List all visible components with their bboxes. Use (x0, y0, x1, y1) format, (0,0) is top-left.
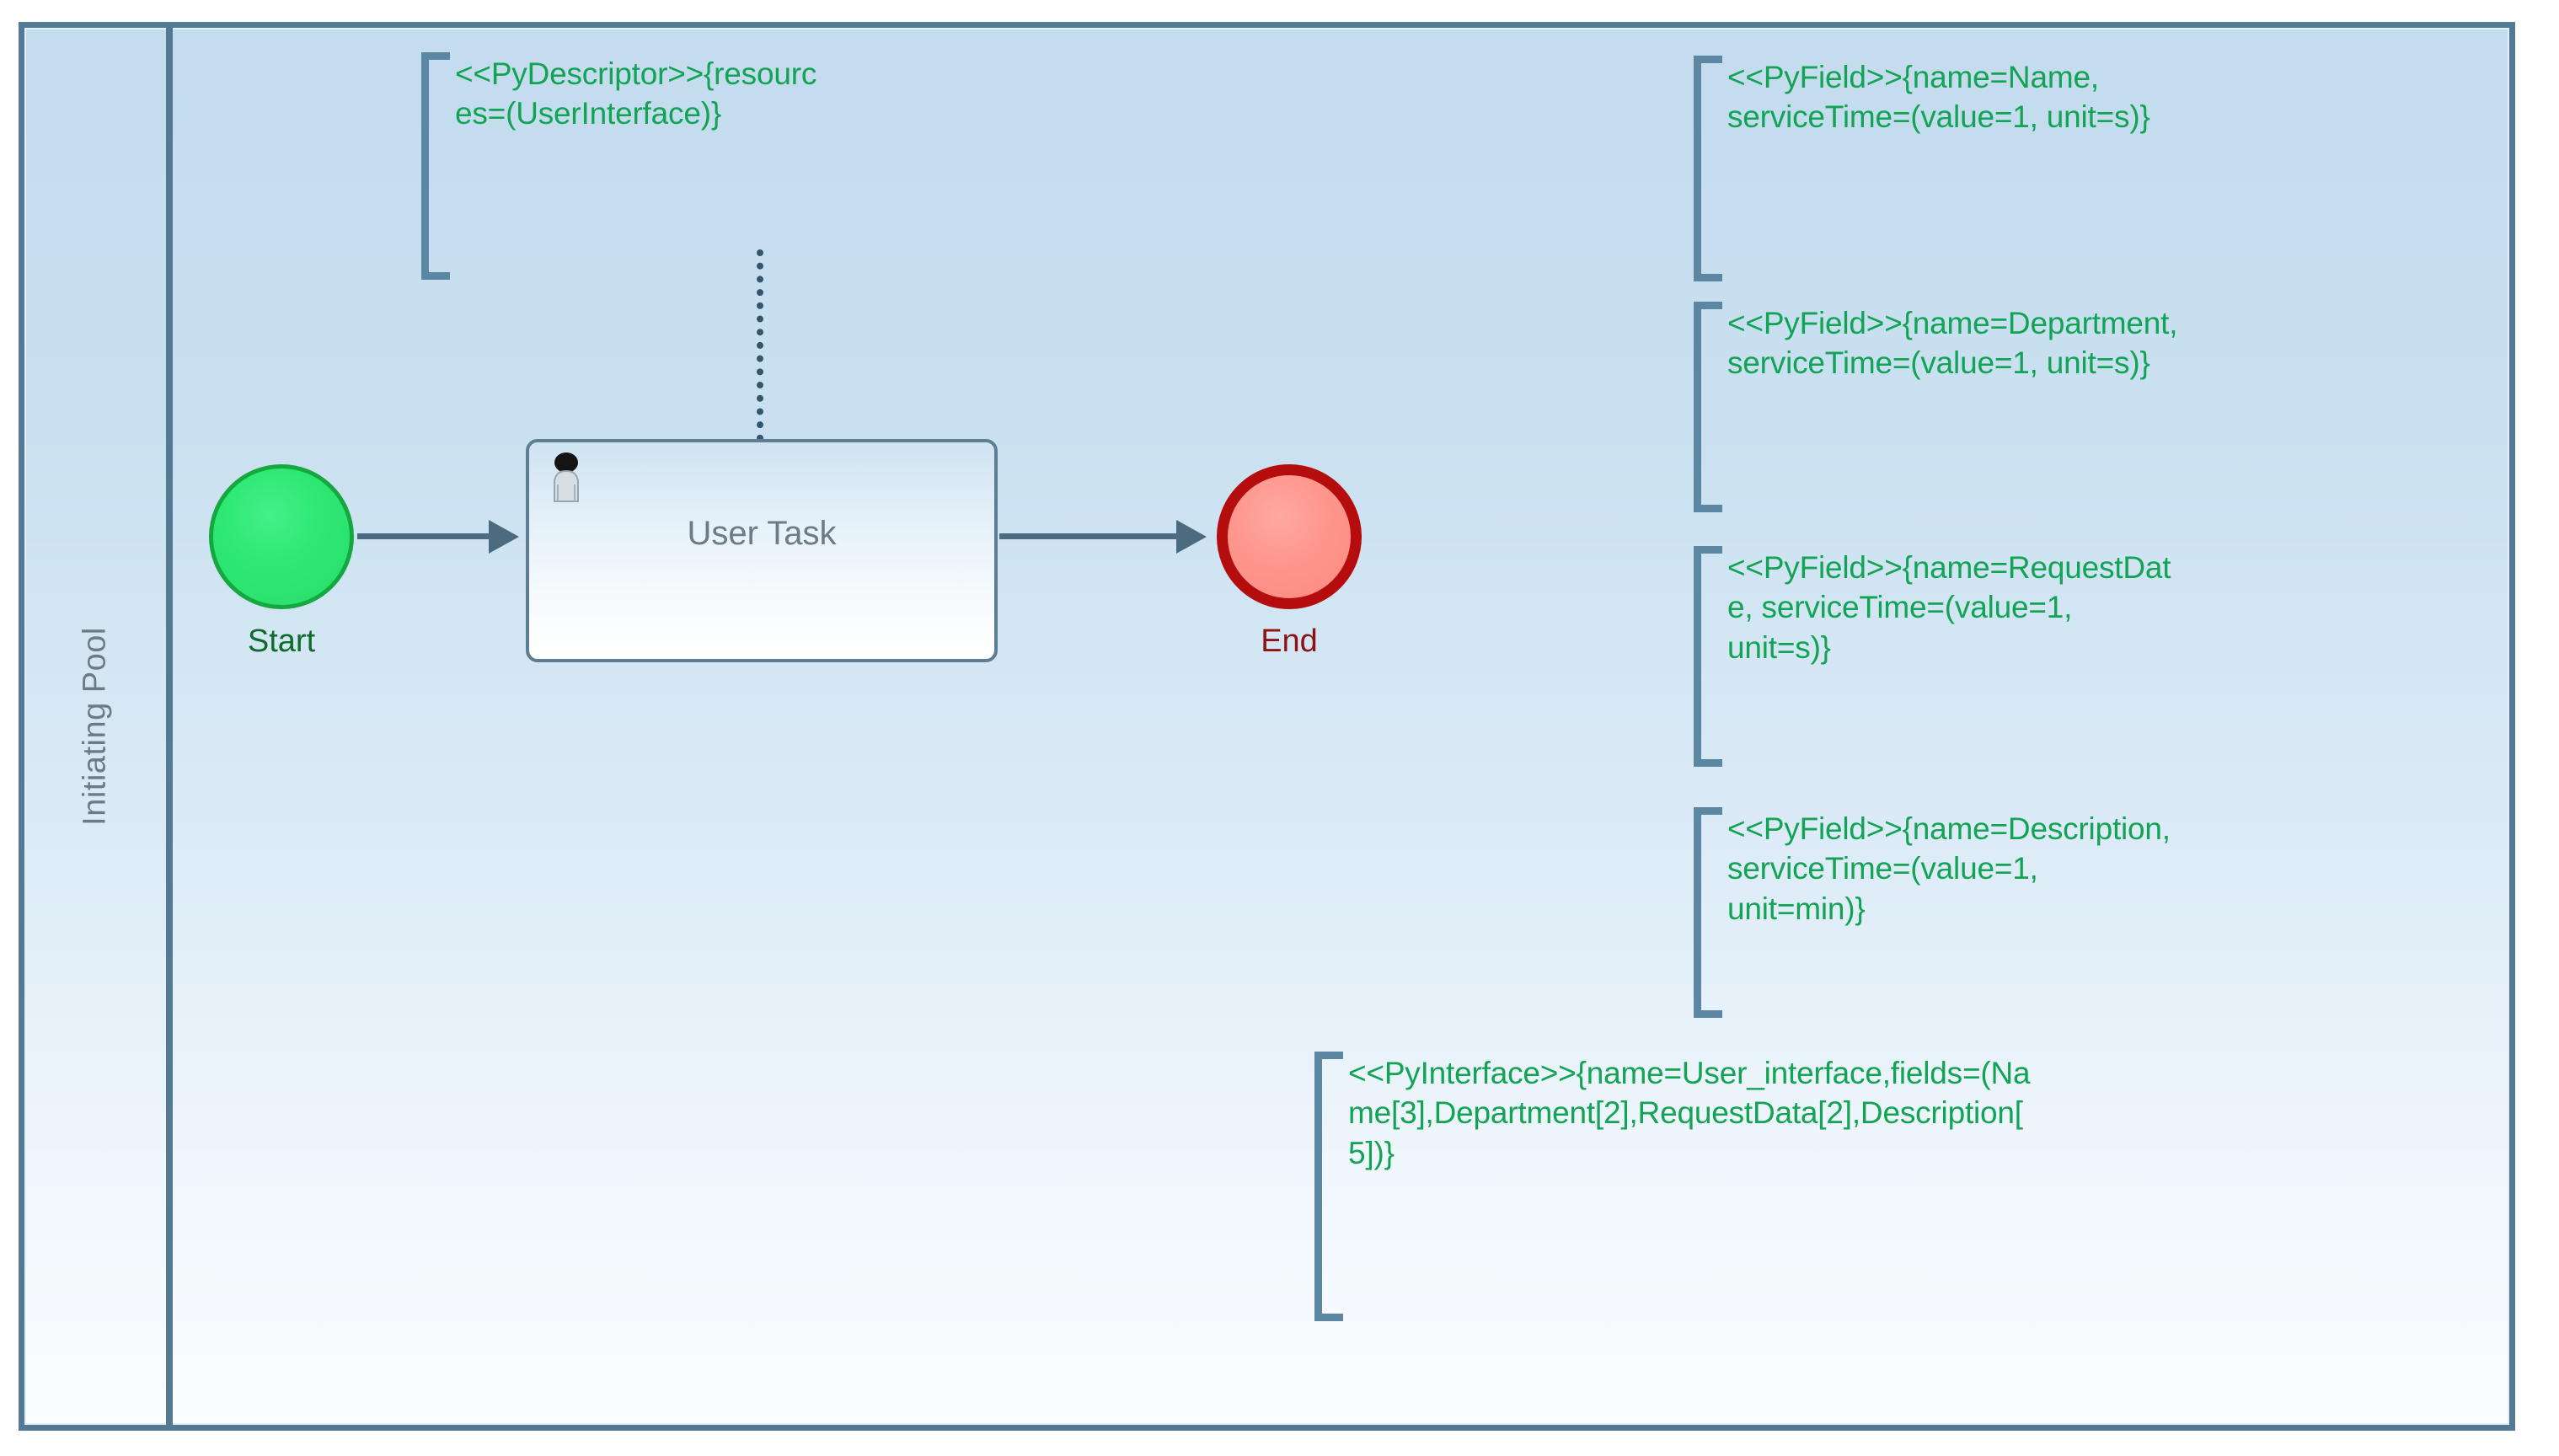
association-descriptor-to-task (757, 249, 763, 442)
pool-label-band[interactable]: Initiating Pool (24, 28, 166, 1425)
annotation-text: <<PyField>>{name=Description, serviceTim… (1727, 811, 2171, 926)
end-event[interactable] (1217, 464, 1362, 609)
annotation-bracket (1314, 1052, 1343, 1321)
annotation-text: <<PyInterface>>{name=User_interface,fiel… (1348, 1056, 2031, 1170)
sequence-flow-start-to-task (357, 533, 499, 539)
annotation-text: <<PyField>>{name=Name, serviceTime=(valu… (1727, 60, 2150, 135)
annotation-pyinterface[interactable]: <<PyInterface>>{name=User_interface,fiel… (1314, 1052, 2536, 1321)
annotation-pyfield-requestdate[interactable]: <<PyField>>{name=RequestDat e, serviceTi… (1694, 546, 2536, 767)
start-event[interactable] (209, 464, 354, 609)
annotation-pyfield-description[interactable]: <<PyField>>{name=Description, serviceTim… (1694, 807, 2536, 1018)
annotation-text: <<PyDescriptor>>{resourc es=(UserInterfa… (455, 56, 817, 131)
annotation-bracket (1694, 56, 1722, 281)
annotation-bracket (421, 52, 450, 280)
sequence-flow-task-to-end-arrowhead (1176, 520, 1207, 554)
annotation-text: <<PyField>>{name=RequestDat e, serviceTi… (1727, 550, 2171, 665)
annotation-bracket (1694, 546, 1722, 767)
user-task-label: User Task (687, 515, 837, 552)
annotation-bracket (1694, 302, 1722, 512)
annotation-bracket (1694, 807, 1722, 1018)
annotation-pyfield-department[interactable]: <<PyField>>{name=Department, serviceTime… (1694, 302, 2536, 512)
annotation-text: <<PyField>>{name=Department, serviceTime… (1727, 306, 2178, 381)
annotation-pydescriptor[interactable]: <<PyDescriptor>>{resourc es=(UserInterfa… (421, 52, 1129, 280)
pool-label: Initiating Pool (77, 627, 113, 826)
user-icon (543, 451, 590, 503)
pool-lane-divider (166, 28, 173, 1425)
sequence-flow-task-to-end (999, 533, 1186, 539)
user-task[interactable]: User Task (526, 439, 998, 662)
annotation-pyfield-name[interactable]: <<PyField>>{name=Name, serviceTime=(valu… (1694, 56, 2536, 281)
sequence-flow-start-to-task-arrowhead (489, 520, 519, 554)
start-event-label: Start (247, 624, 316, 659)
end-event-label: End (1261, 624, 1318, 659)
